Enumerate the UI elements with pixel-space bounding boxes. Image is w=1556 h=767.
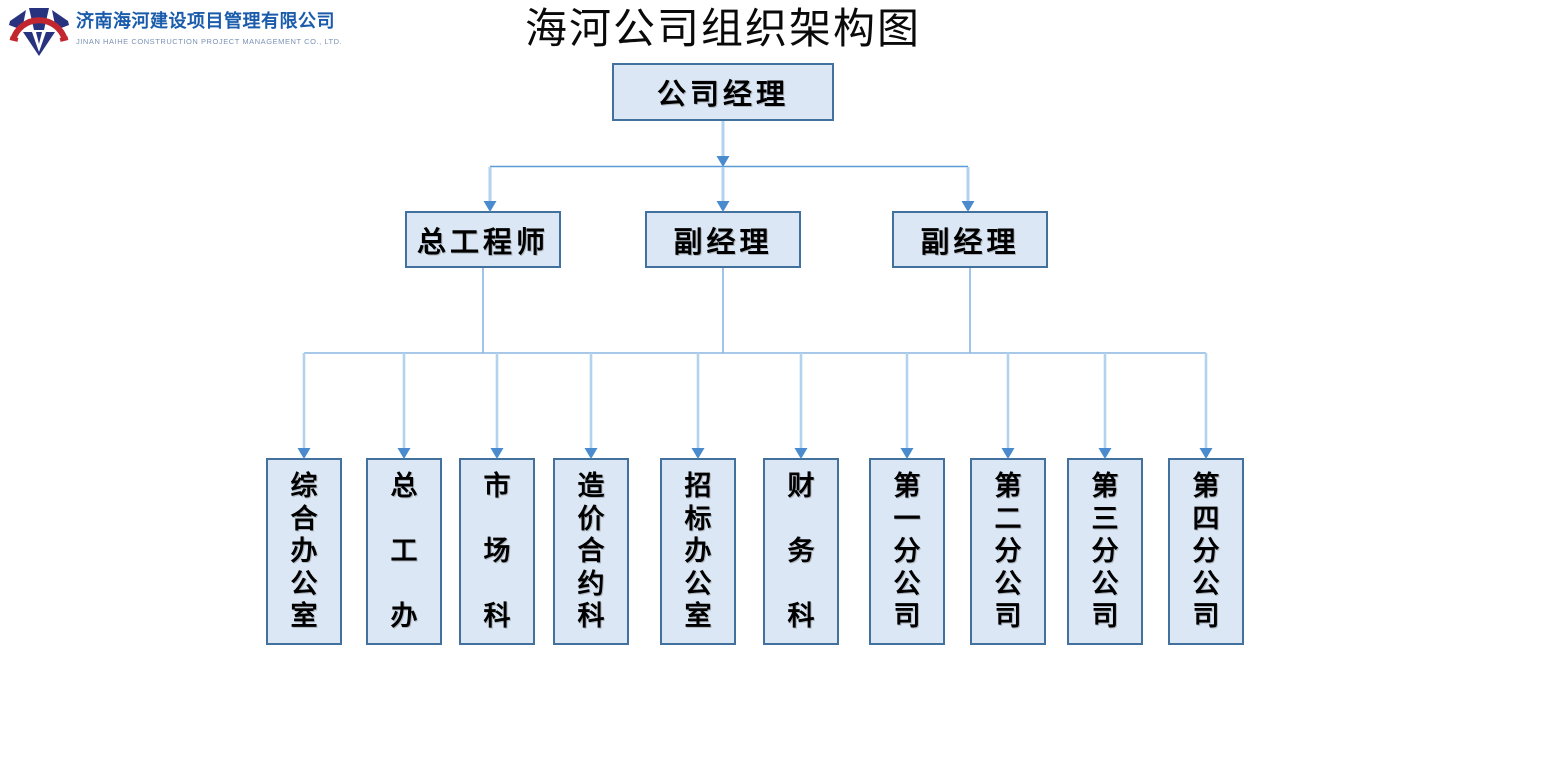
org-node-label-char: 综 (290, 471, 318, 502)
org-node-level3: 财务科 (763, 458, 839, 645)
org-node-label-char: 分 (893, 536, 921, 567)
org-node-level3: 综合办公室 (266, 458, 342, 645)
org-node-label-char: 一 (893, 503, 921, 535)
org-node-label-char: 市 (483, 471, 511, 502)
org-node-label-char: 分 (1192, 536, 1220, 567)
org-node-label-char: 约 (577, 568, 605, 600)
org-node-label-char: 办 (684, 536, 712, 567)
org-node-level3: 造价合约科 (553, 458, 629, 645)
org-node-label-char: 第 (1192, 471, 1220, 502)
page-title: 海河公司组织架构图 (524, 4, 921, 53)
org-node-label-char: 司 (1091, 601, 1119, 632)
org-node-label-char: 科 (787, 601, 815, 632)
org-node-label-char: 分 (1091, 536, 1119, 567)
org-node-label-char: 公 (994, 568, 1022, 600)
org-node-label-char: 公 (893, 568, 921, 600)
company-name-en: JINAN HAIHE CONSTRUCTION PROJECT MANAGEM… (76, 36, 343, 46)
diamond-bridge-logo-icon (9, 8, 69, 56)
org-node-label-char: 室 (684, 601, 712, 632)
org-node-label-char: 财 (787, 471, 815, 502)
org-node-level3: 总工办 (366, 458, 442, 645)
org-node-label-char: 三 (1091, 503, 1119, 535)
org-node-label-char: 价 (577, 503, 605, 535)
org-node-label: 副经理 (673, 224, 773, 259)
org-node-level2: 副经理 (892, 211, 1048, 268)
org-node-label-char: 分 (994, 536, 1022, 567)
logo-text-block: 济南海河建设项目管理有限公司 JINAN HAIHE CONSTRUCTION … (76, 4, 342, 46)
org-node-label-char: 四 (1192, 503, 1220, 535)
org-node-label-char: 第 (893, 471, 921, 502)
company-name-zh: 济南海河建设项目管理有限公司 (76, 11, 335, 31)
org-node-label-char: 司 (893, 601, 921, 632)
org-node-label-char: 室 (290, 601, 318, 632)
org-node-label-char: 公 (684, 568, 712, 600)
org-node-label-char: 工 (390, 536, 418, 567)
org-node-level3: 第三分公司 (1067, 458, 1143, 645)
company-logo: 济南海河建设项目管理有限公司 JINAN HAIHE CONSTRUCTION … (8, 4, 342, 56)
org-node-level2: 副经理 (645, 211, 801, 268)
org-node-label-char: 办 (290, 536, 318, 567)
org-node-label-char: 第 (994, 471, 1022, 502)
org-node-level2: 总工程师 (405, 211, 561, 268)
org-node-level3: 第二分公司 (970, 458, 1046, 645)
org-node-level3: 市场科 (459, 458, 535, 645)
org-node-label-char: 公 (290, 568, 318, 600)
org-node-label-char: 合 (290, 503, 318, 535)
org-node-label-char: 招 (684, 471, 712, 502)
org-node-root: 公司经理 (612, 63, 834, 121)
org-node-label-char: 司 (994, 601, 1022, 632)
org-node-label-char: 司 (1192, 601, 1220, 632)
org-node-label: 副经理 (920, 224, 1020, 259)
arrowhead-icon (716, 156, 730, 167)
org-node-label-char: 公 (1091, 568, 1119, 600)
org-node-label-char: 二 (994, 503, 1022, 535)
org-node-label-char: 场 (483, 536, 511, 567)
org-node-label: 总工程师 (416, 224, 549, 259)
org-node-label-char: 总 (390, 471, 418, 502)
org-node-label-char: 标 (684, 503, 712, 535)
org-node-label-char: 科 (483, 601, 511, 632)
org-node-label-char: 造 (577, 471, 605, 502)
org-node-level3: 第一分公司 (869, 458, 945, 645)
org-node-label-char: 务 (787, 536, 815, 567)
org-node-root-label: 公司经理 (656, 77, 789, 111)
org-node-label-char: 公 (1192, 568, 1220, 600)
org-node-label-char: 办 (390, 601, 418, 632)
org-node-label-char: 第 (1091, 471, 1119, 502)
org-node-label-char: 合 (577, 536, 605, 567)
org-node-label-char: 科 (577, 601, 605, 632)
org-node-level3: 第四分公司 (1168, 458, 1244, 645)
org-node-level3: 招标办公室 (660, 458, 736, 645)
